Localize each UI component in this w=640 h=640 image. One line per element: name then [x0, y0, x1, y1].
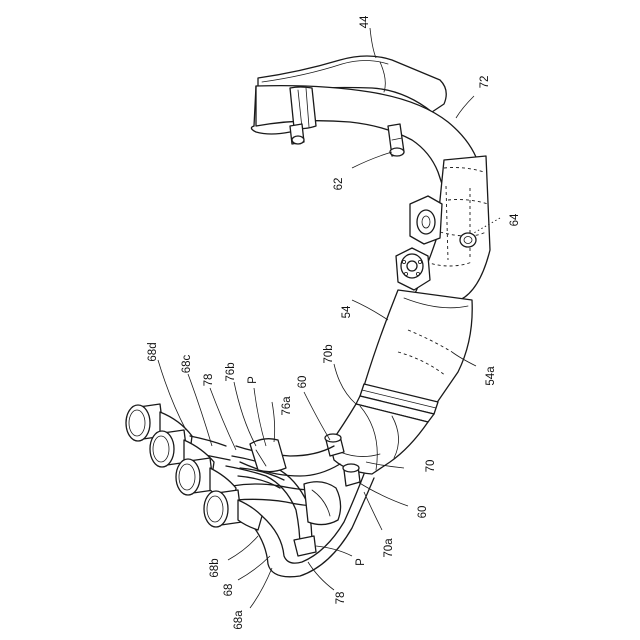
label-62: 62 [333, 178, 345, 191]
label-68d: 68d [147, 342, 159, 361]
label-p-upper: P [247, 376, 259, 384]
label-70a: 70a [383, 538, 395, 558]
sensor-boss-60-lower [343, 464, 360, 486]
label-76b: 76b [225, 362, 237, 381]
label-70: 70 [425, 460, 437, 473]
label-68c: 68c [181, 354, 193, 373]
label-54a: 54a [485, 366, 497, 386]
bolt-64 [460, 233, 476, 247]
label-64: 64 [509, 213, 521, 226]
label-54: 54 [341, 305, 353, 318]
label-68: 68 [223, 584, 235, 597]
sensor-boss-60-upper [325, 434, 344, 456]
label-72: 72 [479, 76, 491, 89]
label-68b: 68b [209, 558, 221, 577]
label-68a: 68a [233, 610, 245, 630]
valve-actuator [396, 248, 430, 290]
label-70b: 70b [323, 344, 335, 363]
label-76a: 76a [281, 396, 293, 416]
label-60-lower: 60 [417, 506, 429, 519]
label-60-upper: 60 [297, 376, 309, 389]
label-p-lower: P [355, 558, 367, 566]
port-flange-68a [204, 490, 262, 530]
mount-bracket [410, 196, 442, 244]
label-78-upper: 78 [203, 374, 215, 387]
label-78-lower: 78 [335, 592, 347, 605]
label-44: 44 [359, 15, 371, 28]
catalyst-chamber-54 [356, 290, 472, 422]
